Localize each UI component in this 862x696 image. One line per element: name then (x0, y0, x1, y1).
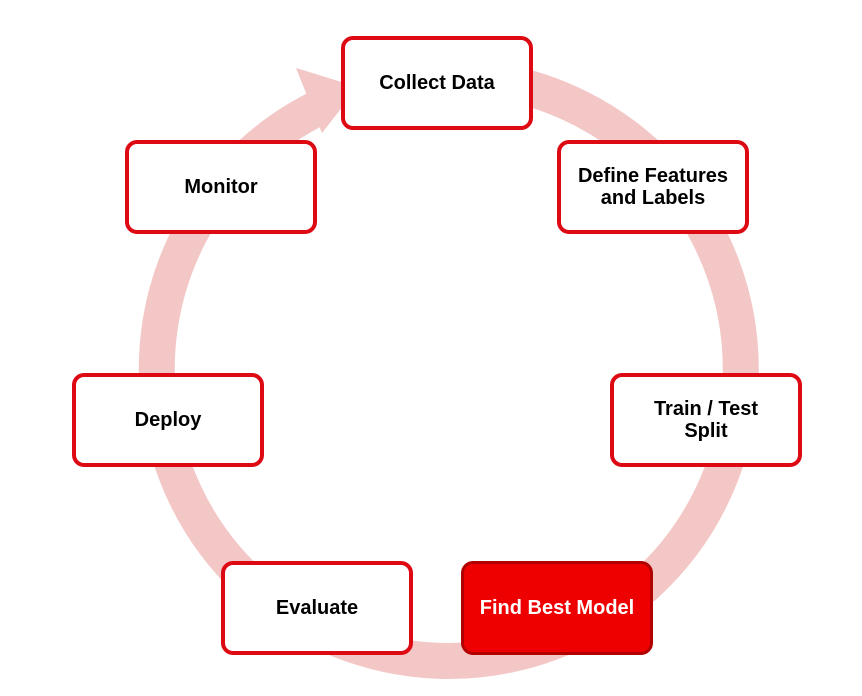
step-deploy: Deploy (72, 373, 264, 467)
step-find-best-model: Find Best Model (461, 561, 653, 655)
step-label: Monitor (184, 176, 258, 198)
step-define-features-and-labels: Define Features and Labels (557, 140, 749, 234)
step-label: Evaluate (275, 597, 359, 619)
step-label: Define Features and Labels (577, 165, 729, 209)
step-label: Train / Test Split (653, 398, 759, 442)
step-label: Collect Data (379, 72, 495, 94)
step-label: Deploy (134, 409, 202, 431)
step-monitor: Monitor (125, 140, 317, 234)
step-collect-data: Collect Data (341, 36, 533, 130)
step-evaluate: Evaluate (221, 561, 413, 655)
step-train-test-split: Train / Test Split (610, 373, 802, 467)
step-label: Find Best Model (479, 597, 635, 619)
